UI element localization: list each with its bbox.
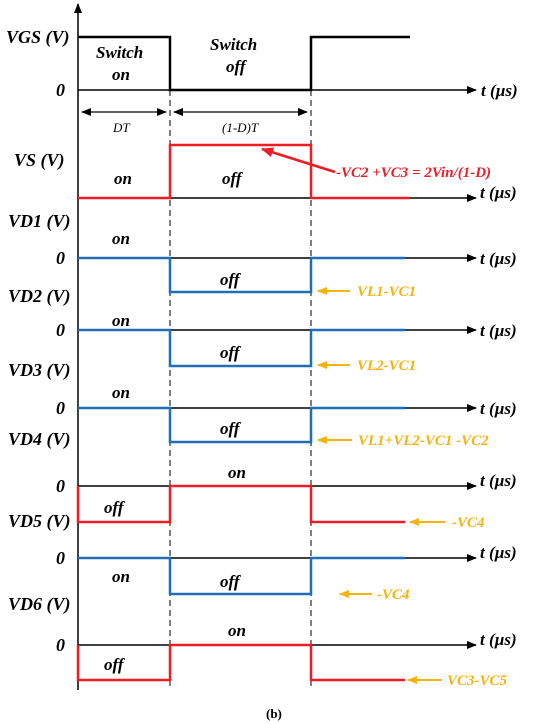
vd1-off-label: off [220, 270, 242, 289]
vd3-label: VD3 (V) [8, 360, 71, 381]
vd2-waveform [78, 328, 405, 368]
switch-on-label-line2: on [112, 65, 130, 84]
vd5-annotation: -VC4 [377, 587, 410, 603]
figure-caption: (b) [266, 706, 282, 721]
vd2-off-label: off [220, 343, 242, 362]
vd4-annotation: -VC4 [452, 515, 485, 531]
vd6-off-label: off [104, 655, 126, 674]
vd4-zero-label: 0 [56, 476, 65, 496]
vd4-on-label: on [228, 463, 246, 482]
vd1-label: VD1 (V) [8, 211, 71, 232]
vd1-annotation: VL1-VC1 [357, 284, 416, 300]
vd3-time-label: t (µs) [480, 399, 517, 418]
vd1-waveform [78, 256, 405, 294]
switch-off-label-line1: Switch [210, 35, 257, 54]
vgs-label: VGS (V) [6, 27, 70, 48]
vd3-zero-label: 0 [56, 398, 65, 418]
vd5-off-label: off [220, 572, 242, 591]
vgs-zero-label: 0 [56, 80, 65, 100]
vd6-annotation: VC3-VC5 [447, 673, 508, 689]
vd1-on-label: on [112, 229, 130, 248]
vd5-waveform [78, 556, 405, 596]
vs-time-label: t (µs) [480, 183, 517, 202]
switch-off-label-line2: off [226, 57, 248, 76]
vs-on-label: on [114, 169, 132, 188]
vd3-off-label: off [220, 419, 242, 438]
vs-label: VS (V) [14, 150, 65, 171]
vd6-label: VD6 (V) [8, 594, 71, 615]
vd1-zero-label: 0 [56, 248, 65, 268]
vd4-time-label: t (µs) [480, 471, 517, 490]
vd6-waveform [76, 643, 405, 682]
vd5-time-label: t (µs) [480, 543, 517, 562]
vd3-annotation: VL1+VL2-VC1 -VC2 [358, 433, 489, 449]
vgs-waveform [78, 35, 410, 92]
vd1-time-label: t (µs) [480, 249, 517, 268]
vd6-zero-label: 0 [56, 635, 65, 655]
switch-on-label-line1: Switch [96, 43, 143, 62]
vd2-zero-label: 0 [56, 320, 65, 340]
dt-interval-label: DT [112, 120, 130, 135]
vd5-on-label: on [112, 567, 130, 586]
vd3-waveform [78, 406, 405, 444]
vd6-time-label: t (µs) [480, 630, 517, 649]
vs-waveform [78, 143, 410, 200]
vd4-off-label: off [104, 498, 126, 517]
vd4-waveform [76, 484, 405, 524]
vs-off-label: off [222, 169, 244, 188]
vd5-zero-label: 0 [56, 548, 65, 568]
vd6-on-label: on [228, 621, 246, 640]
vd3-on-label: on [112, 383, 130, 402]
vd2-on-label: on [112, 311, 130, 330]
vd2-annotation: VL2-VC1 [357, 358, 416, 374]
vgs-time-label: t (µs) [481, 81, 518, 100]
vs-annotation-arrow [261, 147, 336, 174]
off-interval-label: (1-D)T [222, 120, 259, 135]
vs-annotation: -VC2 +VC3 = 2Vin/(1-D) [336, 165, 491, 181]
vd5-label: VD5 (V) [8, 511, 71, 532]
vd2-time-label: t (µs) [480, 321, 517, 340]
vd2-label: VD2 (V) [8, 286, 71, 307]
vd4-label: VD4 (V) [8, 429, 71, 450]
